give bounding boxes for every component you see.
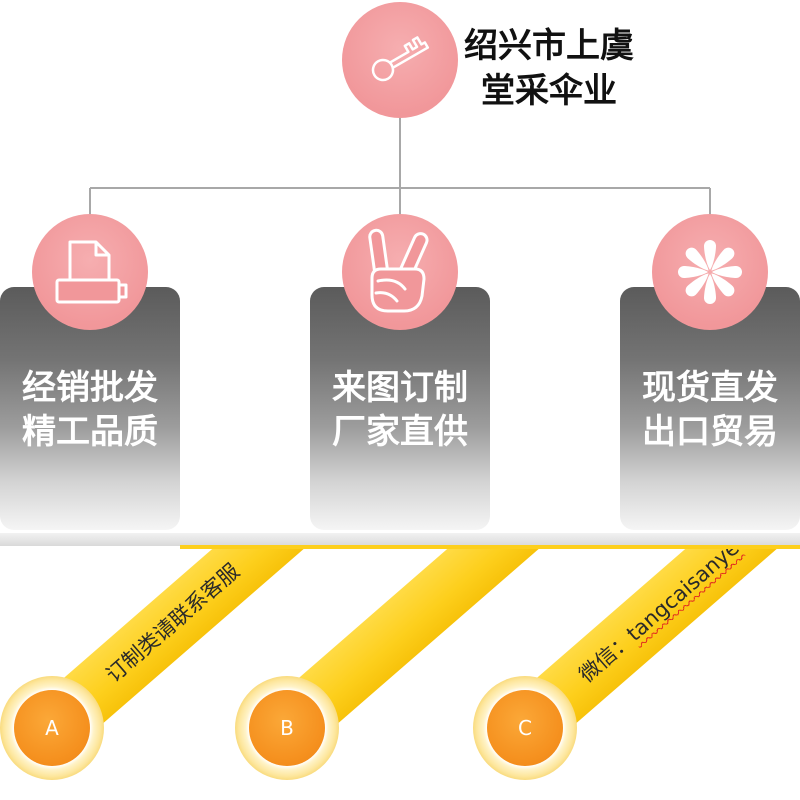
feature-line-1: 现货直发 bbox=[642, 368, 778, 408]
key-icon bbox=[371, 36, 430, 82]
key-blade bbox=[389, 36, 430, 69]
badge-ring-b: B bbox=[235, 676, 339, 780]
hand-palm bbox=[370, 267, 426, 313]
feature-node-export bbox=[652, 214, 768, 330]
badge-c: C bbox=[487, 690, 563, 766]
printer-body bbox=[55, 278, 121, 304]
asterisk-spoke bbox=[685, 247, 709, 271]
hand-thumb-line bbox=[376, 278, 407, 291]
victory-hand-icon bbox=[368, 228, 429, 313]
feature-card-text: 来图订制 厂家直供 bbox=[310, 366, 490, 454]
asterisk-spoke bbox=[704, 240, 716, 270]
wechat-id: tangcaisanye bbox=[622, 547, 744, 646]
asterisk-spoke bbox=[711, 273, 735, 297]
asterisk-spoke bbox=[712, 266, 742, 278]
badge-a: A bbox=[14, 690, 90, 766]
badge-b: B bbox=[249, 690, 325, 766]
feature-line-2: 厂家直供 bbox=[332, 412, 468, 452]
asterisk-spoke bbox=[678, 266, 708, 278]
company-name: 绍兴市上虞 堂采伞业 bbox=[454, 24, 644, 114]
key-bow bbox=[371, 58, 395, 82]
company-name-line-2: 堂采伞业 bbox=[481, 71, 617, 111]
ribbon-hanging-line bbox=[180, 545, 800, 549]
feature-card-text: 经销批发 精工品质 bbox=[0, 366, 180, 454]
asterisk-icon bbox=[678, 240, 742, 304]
feature-line-1: 经销批发 bbox=[22, 368, 158, 408]
printer-icon bbox=[55, 240, 128, 304]
badge-ring-c: C bbox=[473, 676, 577, 780]
hand-fold-line bbox=[374, 291, 399, 303]
asterisk-spoke bbox=[711, 247, 735, 271]
feature-node-custom-order bbox=[342, 214, 458, 330]
feature-node-wholesale bbox=[32, 214, 148, 330]
printer-side-tab bbox=[117, 283, 128, 299]
asterisk-spoke bbox=[704, 274, 716, 304]
feature-line-2: 精工品质 bbox=[22, 412, 158, 452]
feature-line-1: 来图订制 bbox=[332, 368, 468, 408]
wechat-label: 微信： bbox=[574, 627, 638, 688]
printer-paper bbox=[68, 240, 111, 284]
company-node bbox=[342, 2, 458, 118]
wechat-contact: 微信：tangcaisanye bbox=[563, 547, 756, 701]
divider-shelf bbox=[0, 533, 800, 546]
badge-ring-a: A bbox=[0, 676, 104, 780]
company-name-line-1: 绍兴市上虞 bbox=[464, 26, 634, 66]
custom-order-contact-text: 订制类请联系客服 bbox=[101, 558, 245, 688]
feature-card-text: 现货直发 出口贸易 bbox=[620, 366, 800, 454]
asterisk-spoke bbox=[685, 273, 709, 297]
contact-ribbons: 订制类请联系客服 微信：tangcaisanye bbox=[0, 547, 800, 800]
printer-paper-fold bbox=[94, 242, 109, 257]
feature-line-2: 出口贸易 bbox=[642, 412, 778, 452]
